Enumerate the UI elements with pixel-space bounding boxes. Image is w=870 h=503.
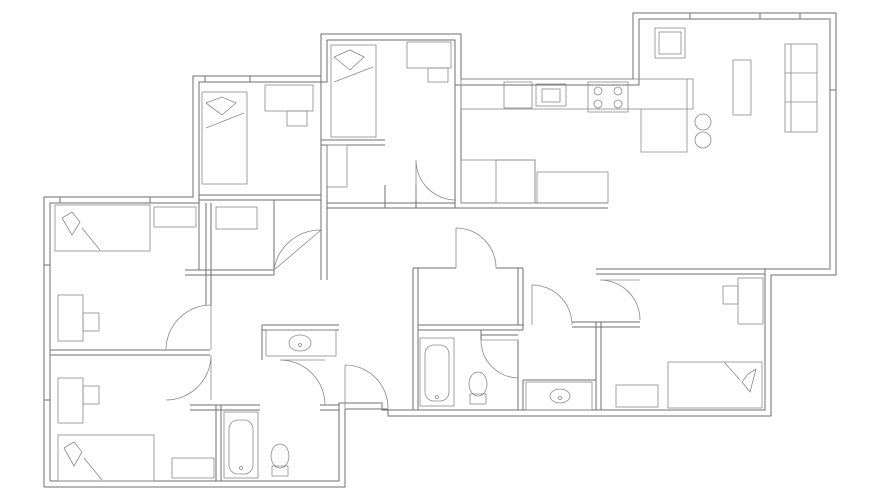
bed [57,434,155,482]
sofa [784,43,818,133]
nightstand [615,384,659,408]
desk [57,294,84,342]
bathtub [223,411,259,479]
bar-stools [694,113,712,131]
coffee-table [732,59,752,116]
chair [427,67,449,83]
chair [722,285,739,305]
bedroom-northwest-upper [201,84,314,185]
exterior-walls [43,12,837,488]
refrigerator [503,81,533,109]
bathroom-southwest [223,329,337,479]
bedroom-west [54,204,258,342]
doors [165,159,641,409]
sink [535,83,567,107]
toilet [469,393,487,405]
desk [406,41,452,69]
bed [667,361,763,409]
bedroom-southeast [615,277,764,409]
wardrobe [737,277,764,325]
chair [286,110,308,127]
nightstand [153,206,197,228]
bathroom-center [419,337,593,411]
wardrobe [215,206,258,230]
armchair [654,27,686,59]
bedroom-southwest [57,377,215,482]
desk [57,377,84,424]
desk [264,84,314,112]
toilet [271,465,289,477]
bathtub [419,337,455,407]
wardrobe [326,144,348,188]
stove [587,81,629,113]
chair [82,385,100,405]
kitchen-living [460,27,818,204]
interior-walls [50,40,765,481]
chair [82,312,100,332]
bed [330,44,377,138]
sink [525,381,593,411]
counter [460,159,536,204]
nightstand [171,457,215,479]
bed [54,204,151,252]
bed [201,91,248,185]
bedroom-north-center [326,41,452,188]
sink [265,329,337,357]
